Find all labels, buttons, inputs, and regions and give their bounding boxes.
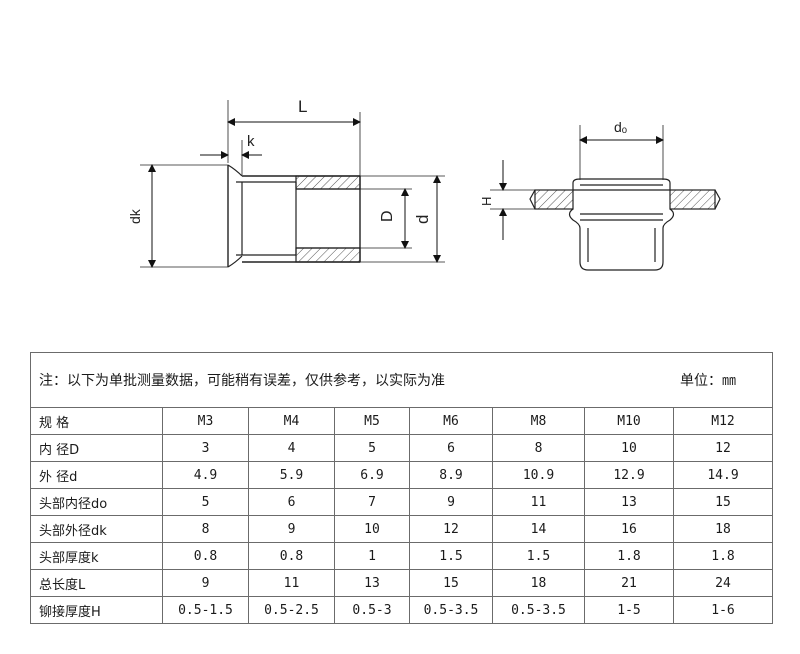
table-cell: 0.5-1.5 [162,596,249,624]
label-H: H [479,197,494,206]
size-header: M6 [409,407,493,435]
specification-table: 注：以下为单批测量数据，可能稍有误差，仅供参考，以实际为准 单位：㎜ 规 格 M… [30,352,773,624]
size-header: M8 [492,407,585,435]
table-cell: 16 [584,515,674,543]
table-cell: 0.5-3 [334,596,410,624]
dimension-lines-installed [499,136,664,240]
table-cell: 14 [492,515,585,543]
header-row: 规 格 M3 M4 M5 M6 M8 M10 M12 [30,407,773,435]
table-cell: 10 [584,434,674,462]
table-cell: 7 [334,488,410,516]
row-label: 头部外径dk [30,515,163,543]
table-cell: 13 [334,569,410,597]
table-cell: 0.5-3.5 [492,596,585,624]
rivet-nut-dimension-drawing: L k dk D d dₒ H [127,97,721,271]
header-label: 规 格 [30,407,163,435]
table-cell: 9 [409,488,493,516]
table-cell: 13 [584,488,674,516]
label-do: dₒ [614,119,627,135]
label-d: d [413,215,432,224]
table-cell: 12.9 [584,461,674,489]
table-cell: 12 [409,515,493,543]
measurement-note: 注：以下为单批测量数据，可能稍有误差，仅供参考，以实际为准 [39,373,445,389]
table-cell: 18 [492,569,585,597]
table-cell: 1.8 [584,542,674,570]
side-section-view [140,100,445,268]
table-cell: 18 [673,515,773,543]
label-D: D [379,210,396,222]
row-label: 铆接厚度H [30,596,163,624]
table-cell: 11 [492,488,585,516]
row-label: 头部厚度k [30,542,163,570]
table-cell: 10 [334,515,410,543]
table-cell: 6 [409,434,493,462]
table-cell: 0.8 [248,542,335,570]
table-cell: 24 [673,569,773,597]
note-row: 注：以下为单批测量数据，可能稍有误差，仅供参考，以实际为准 单位：㎜ [30,352,773,408]
note-cell: 注：以下为单批测量数据，可能稍有误差，仅供参考，以实际为准 单位：㎜ [30,352,773,408]
table-cell: 1.8 [673,542,773,570]
table-cell: 0.5-2.5 [248,596,335,624]
table-cell: 6 [248,488,335,516]
installed-view [490,125,721,271]
table-cell: 5 [162,488,249,516]
size-header: M4 [248,407,335,435]
table-cell: 0.5-3.5 [409,596,493,624]
size-header: M5 [334,407,410,435]
table-cell: 11 [248,569,335,597]
table-cell: 5.9 [248,461,335,489]
size-header: M10 [584,407,674,435]
table-cell: 8.9 [409,461,493,489]
table-cell: 1.5 [492,542,585,570]
unit-label: 单位：㎜ [680,373,736,389]
row-label: 内 径D [30,434,163,462]
table-cell: 1.5 [409,542,493,570]
table-cell: 15 [673,488,773,516]
table-cell: 4 [248,434,335,462]
row-label: 外 径d [30,461,163,489]
table-cell: 6.9 [334,461,410,489]
table-cell: 9 [162,569,249,597]
table-cell: 0.8 [162,542,249,570]
table-cell: 3 [162,434,249,462]
row-label: 头部内径do [30,488,163,516]
table-cell: 5 [334,434,410,462]
label-k: k [247,133,255,150]
table-cell: 15 [409,569,493,597]
table-cell: 4.9 [162,461,249,489]
table-cell: 14.9 [673,461,773,489]
table-cell: 10.9 [492,461,585,489]
dimension-lines-side [148,118,441,268]
table-cell: 21 [584,569,674,597]
label-L: L [298,97,307,116]
table-cell: 1-5 [584,596,674,624]
label-dk: dk [127,208,143,224]
table-cell: 9 [248,515,335,543]
table-cell: 8 [492,434,585,462]
table-cell: 1 [334,542,410,570]
table-cell: 12 [673,434,773,462]
table-cell: 8 [162,515,249,543]
size-header: M12 [673,407,773,435]
row-label: 总长度L [30,569,163,597]
table-cell: 1-6 [673,596,773,624]
size-header: M3 [162,407,249,435]
